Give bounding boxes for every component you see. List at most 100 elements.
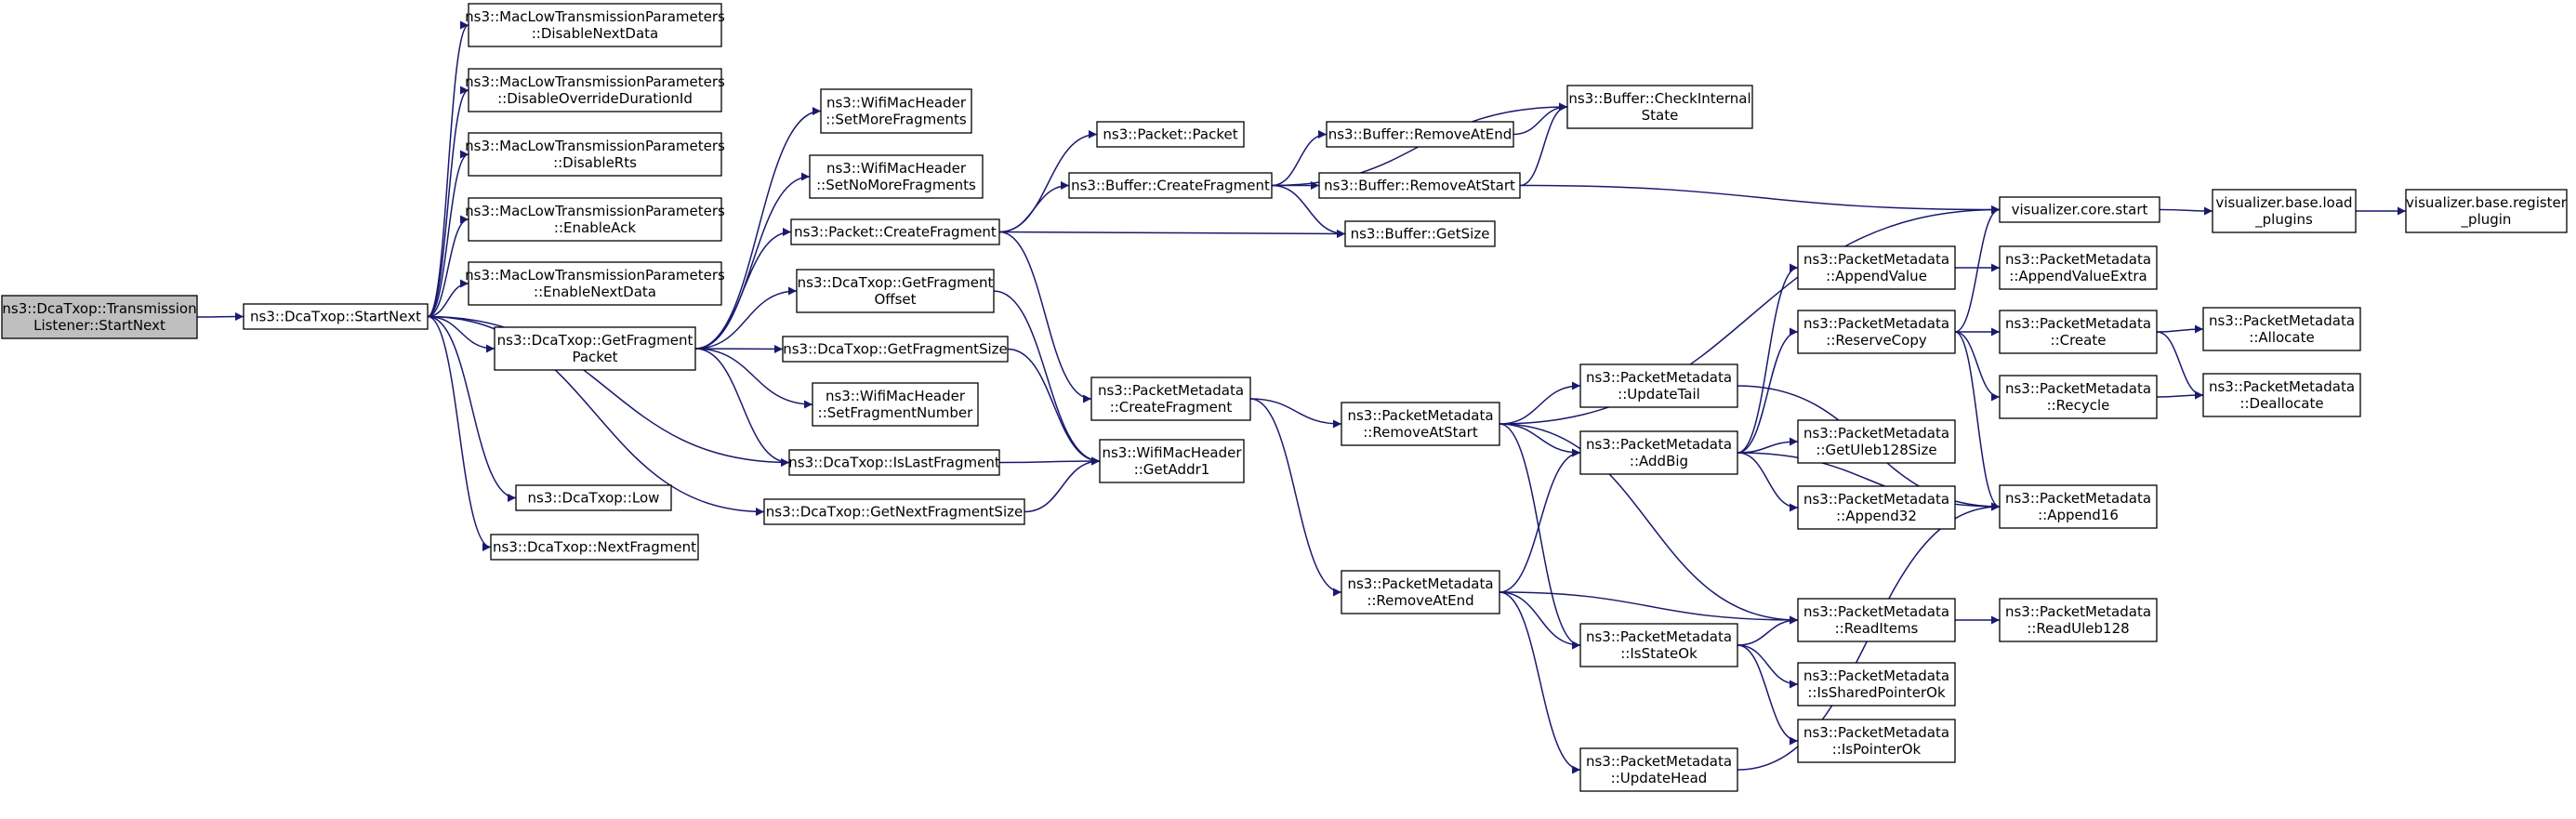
- node-getNextFragmentSize[interactable]: ns3::DcaTxop::GetNextFragmentSize: [763, 498, 1025, 525]
- edge-bufferCreateFragment-to-bufferGetSize: [1271, 184, 1346, 238]
- node-label: ns3::DcaTxop::StartNext: [250, 309, 421, 325]
- node-nextFragment[interactable]: ns3::DcaTxop::NextFragment: [490, 534, 699, 561]
- node-pmRemoveAtEnd[interactable]: ns3::PacketMetadata::RemoveAtEnd: [1341, 570, 1500, 614]
- node-label: ::AddBig: [1630, 453, 1688, 469]
- node-label: ::RemoveAtEnd: [1367, 592, 1473, 609]
- node-box: [1096, 121, 1245, 148]
- node-label: ns3::PacketMetadata: [2209, 378, 2355, 395]
- node-label: ns3::DcaTxop::GetNextFragmentSize: [766, 504, 1023, 521]
- node-enableAck[interactable]: ns3::MacLowTransmissionParameters::Enabl…: [465, 197, 725, 242]
- node-pmReadItems[interactable]: ns3::PacketMetadata::ReadItems: [1797, 598, 1956, 642]
- node-label: ns3::DcaTxop::GetFragment: [497, 332, 694, 349]
- node-bufferGetSize[interactable]: ns3::Buffer::GetSize: [1344, 220, 1496, 247]
- edge-pmRemoveAtStart-to-pmReadItems: [1499, 423, 1799, 625]
- node-pmAddBig[interactable]: ns3::PacketMetadata::AddBig: [1579, 430, 1738, 475]
- node-packetPacket[interactable]: ns3::Packet::Packet: [1096, 121, 1245, 148]
- node-pmCreateFragment[interactable]: ns3::PacketMetadata::CreateFragment: [1090, 376, 1251, 421]
- node-pmAppendValueExtra[interactable]: ns3::PacketMetadata::AppendValueExtra: [1999, 245, 2158, 290]
- node-startnext[interactable]: ns3::DcaTxop::StartNext: [243, 303, 429, 330]
- edge-pmRemoveAtStart-to-pmUpdateTail: [1499, 381, 1581, 425]
- node-setNoMoreFragments[interactable]: ns3::WifiMacHeader::SetNoMoreFragments: [809, 154, 984, 199]
- node-box: [1999, 484, 2158, 529]
- node-setMoreFragments[interactable]: ns3::WifiMacHeader::SetMoreFragments: [820, 88, 972, 134]
- node-label: ns3::DcaTxop::Transmission: [2, 300, 196, 317]
- node-box: [1318, 172, 1521, 199]
- node-bufferCreateFragment[interactable]: ns3::Buffer::CreateFragment: [1068, 172, 1273, 199]
- node-box: [1797, 662, 1956, 707]
- node-box: [1579, 623, 1738, 667]
- node-low[interactable]: ns3::DcaTxop::Low: [515, 484, 672, 511]
- node-pmIsPointerOk[interactable]: ns3::PacketMetadata::IsPointerOk: [1797, 719, 1956, 763]
- node-pmAppendValue[interactable]: ns3::PacketMetadata::AppendValue: [1797, 245, 1956, 290]
- node-label: ::IsSharedPointerOk: [1807, 684, 1946, 701]
- node-getAddr1[interactable]: ns3::WifiMacHeader::GetAddr1: [1099, 439, 1245, 483]
- node-disableRts[interactable]: ns3::MacLowTransmissionParameters::Disab…: [465, 132, 725, 177]
- node-label: ns3::MacLowTransmissionParameters: [465, 73, 725, 90]
- edge-getFragmentPacket-to-getFragmentOffset: [694, 286, 798, 350]
- edge-startnext-to-disableRts: [427, 150, 469, 318]
- node-box: [1797, 719, 1956, 763]
- edge-packetCreateFragment-to-pmCreateFragment: [998, 231, 1092, 403]
- node-box: [809, 154, 984, 199]
- node-box: [243, 303, 429, 330]
- node-pmIsStateOk[interactable]: ns3::PacketMetadata::IsStateOk: [1579, 623, 1738, 667]
- node-label: ns3::PacketMetadata: [1803, 667, 1949, 684]
- node-pmGetUleb128Size[interactable]: ns3::PacketMetadata::GetUleb128Size: [1797, 419, 1956, 464]
- node-label: ns3::PacketMetadata: [1347, 575, 1493, 592]
- node-label: ::AppendValue: [1826, 268, 1927, 284]
- node-pmUpdateHead[interactable]: ns3::PacketMetadata::UpdateHead: [1579, 747, 1738, 792]
- node-label: ns3::PacketMetadata: [2005, 603, 2151, 620]
- node-label: ::IsStateOk: [1620, 645, 1698, 662]
- node-label: Listener::StartNext: [33, 317, 165, 334]
- node-label: ns3::Buffer::CreateFragment: [1071, 178, 1270, 194]
- node-pmRemoveAtStart[interactable]: ns3::PacketMetadata::RemoveAtStart: [1341, 402, 1500, 446]
- node-box: [1999, 375, 2158, 419]
- node-pmAllocate[interactable]: ns3::PacketMetadata::Allocate: [2202, 307, 2361, 351]
- node-pmDeallocate[interactable]: ns3::PacketMetadata::Deallocate: [2202, 373, 2361, 417]
- node-isLastFragment[interactable]: ns3::DcaTxop::IsLastFragment: [788, 449, 1000, 476]
- edge-startnext-to-disableOverride: [427, 86, 469, 318]
- node-label: ns3::PacketMetadata: [1803, 491, 1949, 508]
- node-box: [468, 3, 722, 47]
- edge-bufferCreateFragment-to-bufferRemoveAtEnd: [1271, 130, 1328, 187]
- edge-pmReserveCopy-to-pmRecycle: [1954, 331, 2001, 402]
- node-pmRecycle[interactable]: ns3::PacketMetadata::Recycle: [1999, 375, 2158, 419]
- node-box: [1999, 598, 2158, 642]
- node-label: ::EnableNextData: [534, 284, 656, 300]
- node-pmReadUleb128[interactable]: ns3::PacketMetadata::ReadUleb128: [1999, 598, 2158, 642]
- node-pmCreate[interactable]: ns3::PacketMetadata::Create: [1999, 310, 2158, 354]
- node-pmAppend32[interactable]: ns3::PacketMetadata::Append32: [1797, 485, 1956, 530]
- node-label: ns3::WifiMacHeader: [826, 388, 966, 404]
- node-getFragmentSize[interactable]: ns3::DcaTxop::GetFragmentSize: [782, 336, 1009, 363]
- node-label: ::Append32: [1836, 508, 1917, 524]
- node-box: [1797, 419, 1956, 464]
- node-bufferRemoveAtEnd[interactable]: ns3::Buffer::RemoveAtEnd: [1326, 121, 1514, 148]
- node-pmReserveCopy[interactable]: ns3::PacketMetadata::ReserveCopy: [1797, 310, 1956, 354]
- node-pmAppend16[interactable]: ns3::PacketMetadata::Append16: [1999, 484, 2158, 529]
- node-root[interactable]: ns3::DcaTxop::TransmissionListener::Star…: [1, 295, 198, 339]
- node-pmUpdateTail[interactable]: ns3::PacketMetadata::UpdateTail: [1579, 363, 1738, 408]
- node-box: [1566, 85, 1753, 129]
- edge-pmRemoveAtStart-to-pmAddBig: [1499, 423, 1581, 457]
- node-disableNextData[interactable]: ns3::MacLowTransmissionParameters::Disab…: [465, 3, 725, 47]
- node-label: ns3::DcaTxop::GetFragment: [798, 274, 994, 291]
- node-disableOverride[interactable]: ns3::MacLowTransmissionParameters::Disab…: [465, 68, 725, 112]
- node-label: ns3::Packet::Packet: [1103, 126, 1237, 143]
- node-box: [1, 295, 198, 339]
- node-setFragmentNumber[interactable]: ns3::WifiMacHeader::SetFragmentNumber: [812, 382, 979, 427]
- node-pmIsSharedPointerOk[interactable]: ns3::PacketMetadata::IsSharedPointerOk: [1797, 662, 1956, 707]
- node-label: ::DisableOverrideDurationId: [497, 90, 693, 107]
- node-box: [1999, 310, 2158, 354]
- node-packetCreateFragment[interactable]: ns3::Packet::CreateFragment: [790, 218, 1000, 245]
- node-box: [796, 269, 995, 313]
- node-enableNextData[interactable]: ns3::MacLowTransmissionParameters::Enabl…: [465, 261, 725, 306]
- node-label: ns3::WifiMacHeader: [1102, 444, 1242, 461]
- node-box: [1579, 747, 1738, 792]
- node-bufferRemoveAtStart[interactable]: ns3::Buffer::RemoveAtStart: [1318, 172, 1521, 199]
- node-vizLoadPlugins[interactable]: visualizer.base.load_plugins: [2212, 189, 2357, 233]
- node-vizCoreStart[interactable]: visualizer.core.start: [1999, 196, 2160, 223]
- node-vizRegisterPlugin[interactable]: visualizer.base.register_plugin: [2405, 189, 2568, 233]
